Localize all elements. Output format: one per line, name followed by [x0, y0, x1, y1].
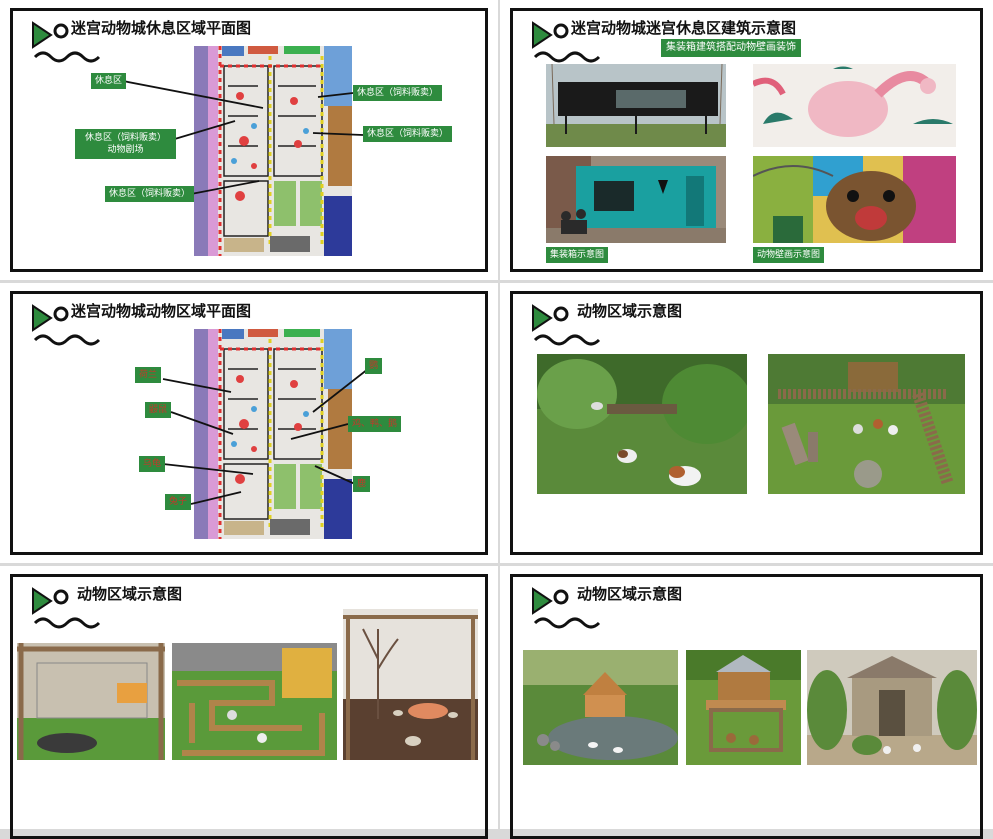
panel-frame: 动物区域示意图 — [10, 574, 488, 839]
guinea-pig-fence-photo — [768, 354, 965, 494]
leader-lines — [122, 80, 364, 195]
greenhouse-pond-photo — [343, 609, 478, 760]
logo-deco-icon — [32, 587, 101, 629]
panel-frame: 迷宫动物城动物区域平面图 — [10, 291, 488, 555]
panel-building-illustration: 迷宫动物城迷宫休息区建筑示意图 集装箱建筑搭配动物壁画装饰 集装箱示意图 动物壁… — [500, 0, 993, 280]
caption-mural: 动物壁画示意图 — [753, 247, 825, 263]
leader-lines — [162, 368, 369, 505]
label-animal-theatre: 动物剧场 — [107, 145, 144, 155]
label-rest-area-feed-1: 休息区（饲料贩卖） — [353, 85, 443, 101]
panel-frame: 动物区域示意图 — [510, 291, 983, 555]
page-title: 迷宫动物城动物区域平面图 — [71, 302, 252, 320]
page-title: 动物区域示意图 — [577, 302, 683, 320]
page-title: 迷宫动物城迷宫休息区建筑示意图 — [571, 19, 797, 37]
page-title: 动物区域示意图 — [577, 585, 683, 603]
flamingo-mural-photo — [753, 64, 956, 147]
container-cafe-photo — [546, 156, 726, 243]
panel-animal-area-illustration-3: 动物区域示意图 — [500, 566, 993, 839]
label-rest-area-feed-4: 休息区（饲料贩卖） — [105, 186, 195, 202]
panel-frame: 迷宫动物城迷宫休息区建筑示意图 集装箱建筑搭配动物壁画装饰 集装箱示意图 动物壁… — [510, 8, 983, 272]
bear-mural-photo — [753, 156, 956, 243]
floor-plan-map — [194, 329, 352, 539]
label-rabbit: 兔子 — [165, 494, 192, 510]
label-rest-area-feed-3: 休息区（饲料贩卖） — [363, 126, 453, 142]
logo-deco-icon — [32, 21, 101, 63]
label-holland: 荷兰 — [135, 367, 162, 383]
label-rest-area-feed-theatre: 休息区（饲料贩卖） 动物剧场 — [75, 129, 177, 159]
guinea-pig-garden-photo — [537, 354, 747, 494]
raised-chicken-coop-photo — [686, 650, 801, 765]
garden-pavilion-photo — [807, 650, 977, 765]
container-building-photo — [546, 64, 726, 147]
aviary-enclosure-photo — [17, 643, 165, 760]
logo-deco-icon — [32, 304, 101, 346]
label-parrot: 鹦 — [365, 358, 383, 374]
caption-container: 集装箱示意图 — [546, 247, 609, 263]
panel-animal-area-illustration-2: 动物区域示意图 — [0, 566, 498, 839]
panel-animal-area-illustration-1: 动物区域示意图 — [500, 283, 993, 563]
page-title: 迷宫动物城休息区域平面图 — [71, 19, 252, 37]
page-title: 动物区域示意图 — [77, 585, 183, 603]
label-deer: 鹿 — [353, 476, 371, 492]
label-rest-area: 休息区 — [91, 73, 127, 89]
label-mole: 鼹鼠 — [145, 402, 172, 418]
banner-container-murals: 集装箱建筑搭配动物壁画装饰 — [661, 39, 801, 57]
logo-deco-icon — [532, 587, 601, 629]
panel-rest-area-plan: 迷宫动物城休息区域平面图 — [0, 0, 498, 280]
logo-deco-icon — [532, 304, 601, 346]
wooden-pen-maze-photo — [172, 643, 337, 760]
logo-deco-icon — [532, 21, 601, 63]
label-poultry: 鸡、鸭、鹅 — [348, 416, 402, 432]
panel-frame: 迷宫动物城休息区域平面图 — [10, 8, 488, 272]
panel-frame: 动物区域示意图 — [510, 574, 983, 839]
panel-animal-area-plan: 迷宫动物城动物区域平面图 — [0, 283, 498, 563]
label-rest-area-feed-2: 休息区（饲料贩卖） — [85, 133, 167, 143]
floor-plan-map — [194, 46, 352, 256]
duck-pond-house-photo — [523, 650, 678, 765]
label-turtle: 乌龟 — [139, 456, 166, 472]
